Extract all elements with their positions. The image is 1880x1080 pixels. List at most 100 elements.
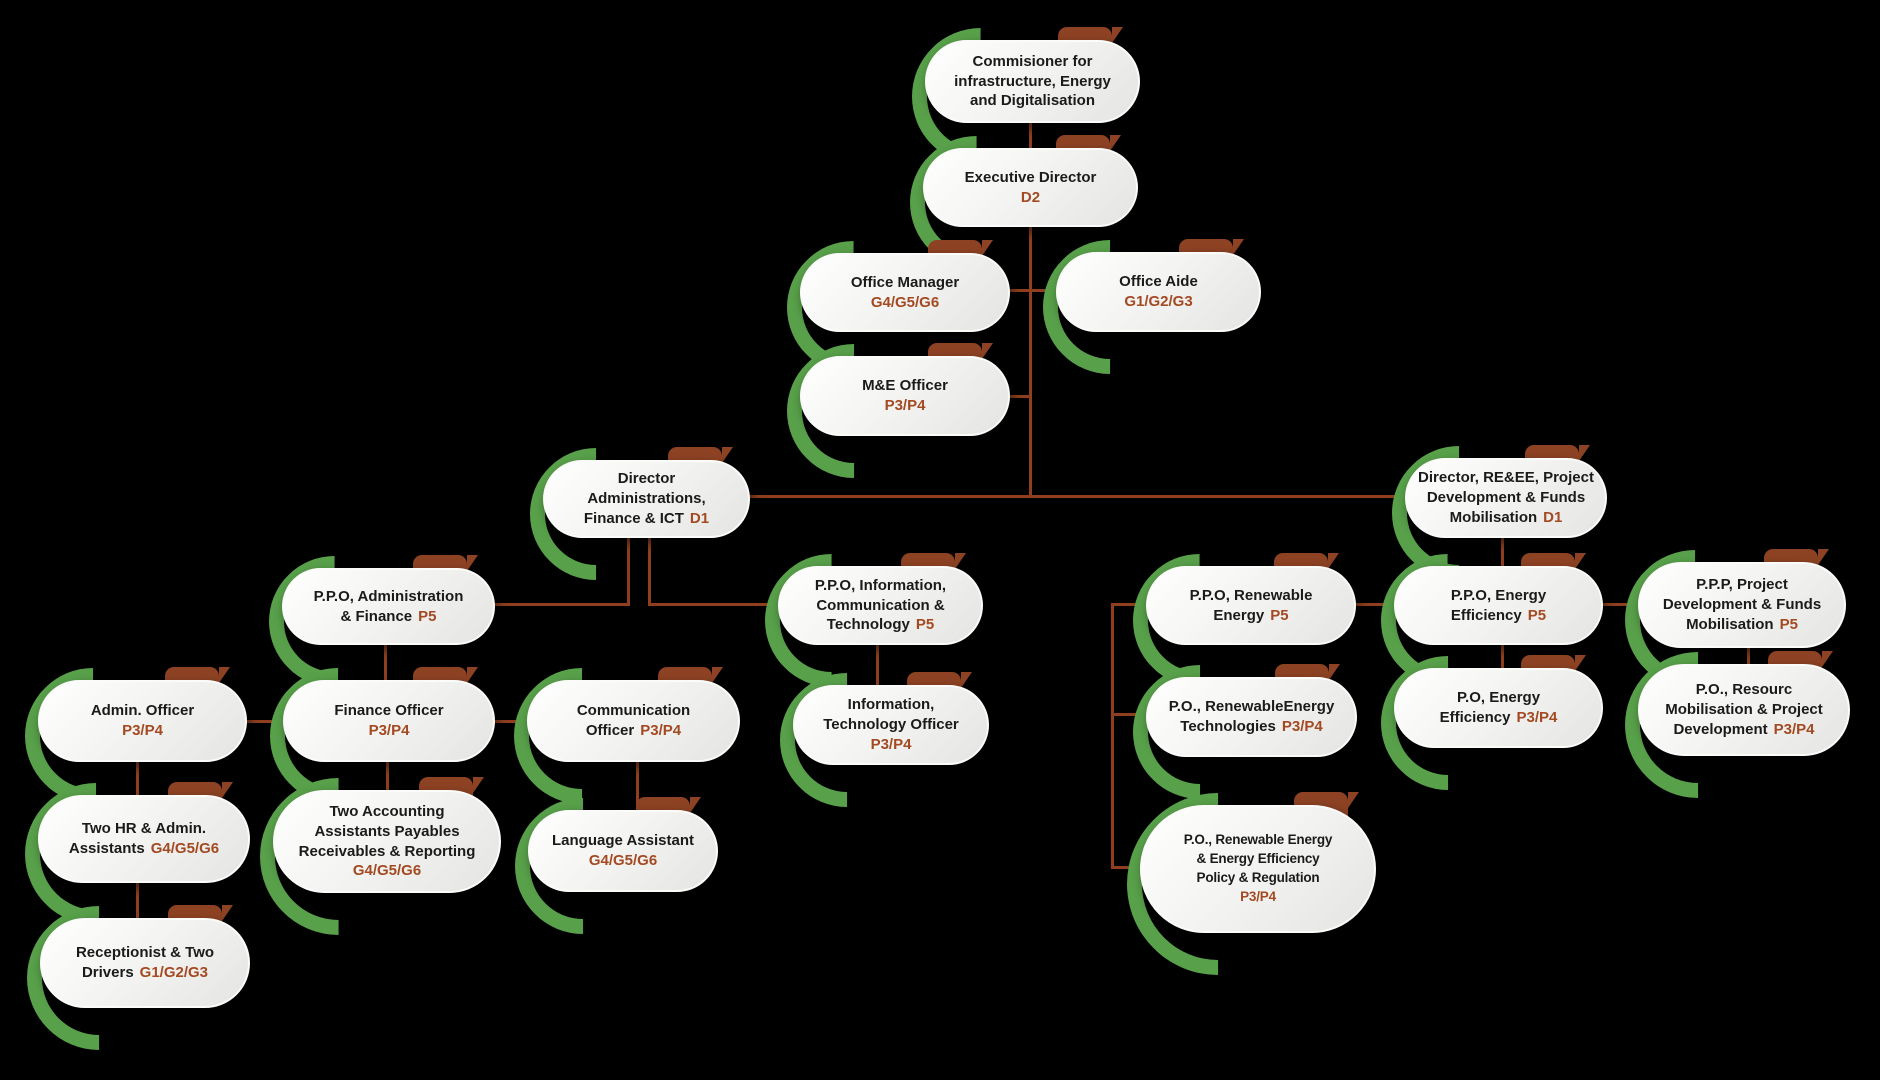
- title-text: P.O., Resourc: [1695, 681, 1793, 699]
- title-text: & Finance: [340, 607, 413, 625]
- title-text: Efficiency: [1439, 709, 1511, 726]
- connector-line-h: [1602, 603, 1639, 606]
- grade-text: D1: [1543, 508, 1563, 526]
- grade-text: P5: [1270, 606, 1289, 624]
- connector-line-h: [494, 720, 529, 723]
- grade-text: P3/P4: [1240, 888, 1276, 904]
- connector-line-h: [1010, 289, 1058, 292]
- title-text: P.O., RenewableEnergy: [1168, 698, 1335, 716]
- text-line: Office Manager: [802, 273, 1008, 293]
- title-text: Technologies: [1180, 718, 1276, 735]
- grade-text: P5: [1779, 615, 1798, 633]
- node-text: P.O., Renewable Energy& Energy Efficienc…: [1142, 831, 1374, 907]
- org-node-ppo-ict: P.P.O, Information,Communication &Techno…: [737, 526, 983, 715]
- text-line: P3/P4: [795, 735, 987, 755]
- text-line: G4/G5/G6: [802, 293, 1008, 313]
- title-text: P.P.O, Renewable: [1189, 586, 1313, 604]
- title-text: Communication &: [816, 596, 945, 614]
- title-text: Office Manager: [850, 273, 960, 291]
- text-line: P.O, Energy: [1396, 688, 1601, 708]
- text-line: Communication &: [780, 596, 981, 616]
- connector-line-v: [648, 536, 651, 606]
- org-node-po-re-ee-policy-regulation: P.O., Renewable Energy& Energy Efficienc…: [1089, 755, 1376, 1013]
- text-line: Executive Director: [925, 168, 1136, 188]
- text-line: Director: [545, 469, 748, 489]
- title-text: infrastructure, Energy: [954, 72, 1111, 90]
- text-line: P.O., Renewable Energy: [1142, 831, 1374, 850]
- title-text: Officer: [585, 722, 635, 739]
- title-text: Mobilisation & Project: [1665, 701, 1823, 719]
- text-line: P.P.O, Administration: [284, 587, 493, 607]
- title-text: Commisioner for: [972, 52, 1093, 70]
- grade-text: D2: [1020, 188, 1041, 206]
- title-text: Mobilisation: [1686, 615, 1774, 633]
- connector-line-v: [1111, 603, 1114, 869]
- node-text: P.P.O, Information,Communication &Techno…: [780, 576, 981, 635]
- title-text: Information,: [847, 696, 935, 714]
- title-text: Executive Director: [964, 168, 1097, 186]
- connector-line-v: [1747, 647, 1750, 665]
- text-line: Communication: [529, 701, 738, 721]
- text-line: D2: [925, 188, 1136, 208]
- connector-line-v: [386, 761, 389, 791]
- text-line: G4/G5/G6: [275, 861, 499, 881]
- text-line: Mobilisation & Project: [1640, 700, 1848, 720]
- title-text: P.P.P, Project: [1696, 576, 1788, 594]
- title-text: Receptionist & Two: [75, 944, 215, 962]
- text-line: Commisioner for: [927, 52, 1138, 72]
- connector-line-h: [1010, 395, 1032, 398]
- grade-text: P3/P4: [368, 722, 410, 739]
- text-line: P.P.O, Energy: [1396, 586, 1601, 606]
- title-text: Development & Funds: [1426, 489, 1586, 507]
- title-text: P.O., Renewable Energy: [1183, 832, 1333, 848]
- text-line: Mobilisation P5: [1640, 615, 1844, 635]
- title-text: P.P.O, Energy: [1450, 586, 1547, 604]
- grade-text: G4/G5/G6: [588, 852, 658, 869]
- grade-text: P3/P4: [1281, 718, 1323, 735]
- connector-line-v: [1029, 227, 1032, 498]
- text-line: Language Assistant: [530, 831, 716, 851]
- grade-text: P3/P4: [122, 722, 163, 739]
- grade-text: G4/G5/G6: [870, 293, 940, 311]
- text-line: P.P.P, Project: [1640, 575, 1844, 595]
- text-line: Two HR & Admin.: [40, 819, 248, 839]
- text-line: M&E Officer: [802, 376, 1008, 396]
- text-line: Office Aide: [1058, 272, 1259, 292]
- grade-text: G4/G5/G6: [352, 862, 422, 880]
- text-line: Information,: [795, 695, 987, 715]
